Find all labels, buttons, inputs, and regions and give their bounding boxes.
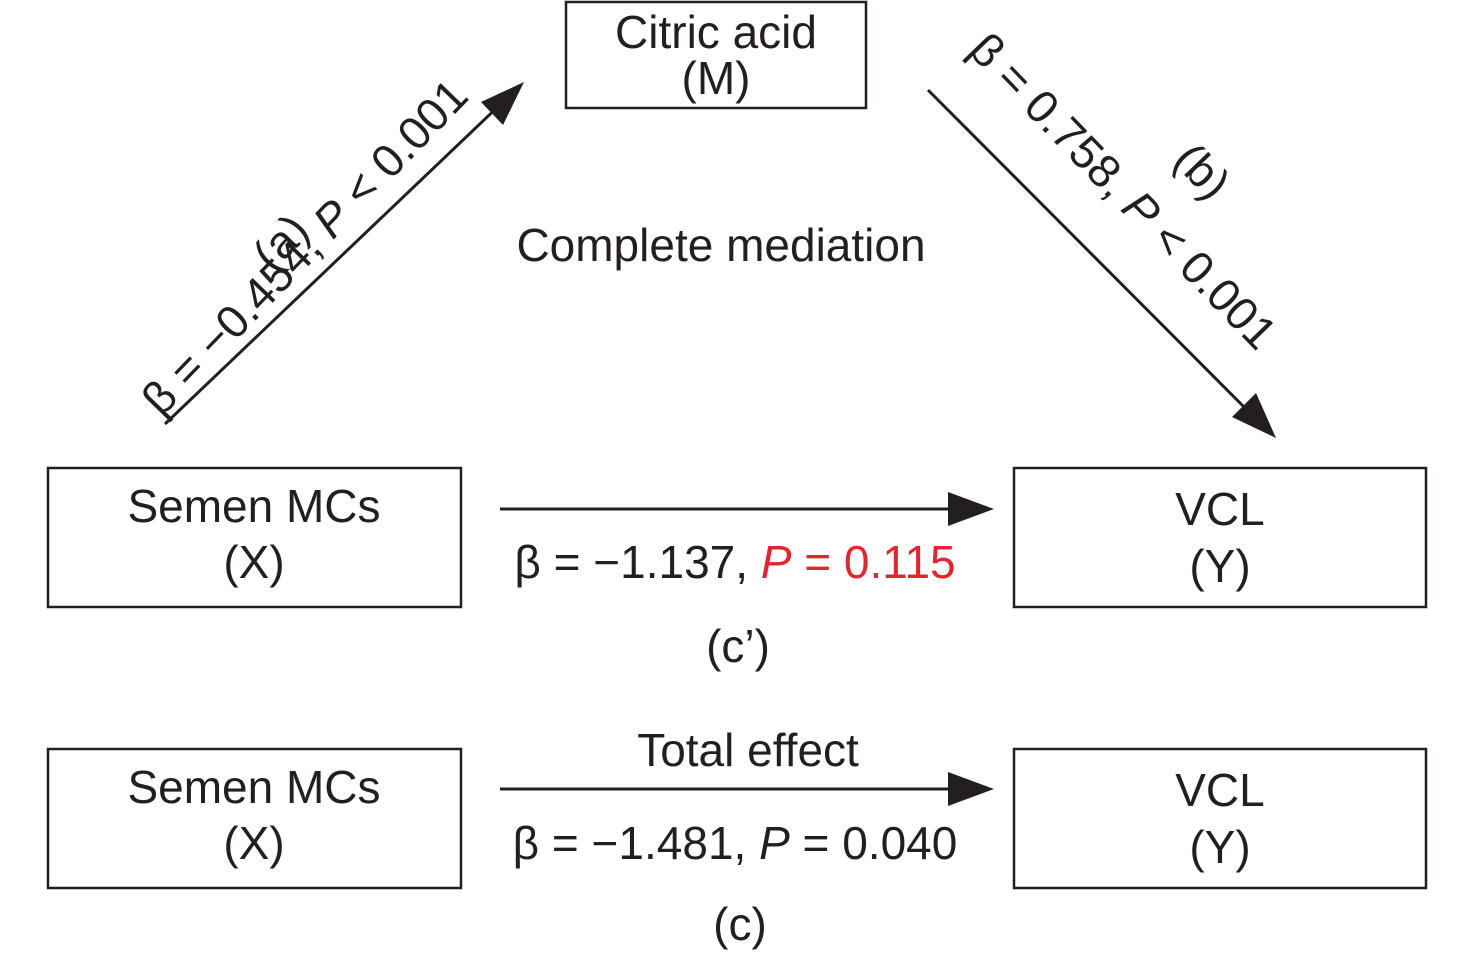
mediator-node: Citric acid (M) [564, 0, 868, 110]
x-top-name: Semen MCs [127, 480, 380, 532]
path-c-prime-beta: β = −1.137, [514, 536, 760, 588]
path-a-stats: β = −0.454, P < 0.001 [131, 69, 477, 425]
path-a-stat-text: β = −0.454, P < 0.001 [131, 69, 477, 425]
y-bottom-role: (Y) [1189, 821, 1250, 873]
path-c-prime-arrow [500, 492, 994, 526]
y-top-role: (Y) [1189, 540, 1250, 592]
y-top-name: VCL [1175, 483, 1264, 535]
path-a-beta: β = −0.454, [131, 211, 340, 424]
path-b-tag: (b) [1164, 133, 1240, 210]
path-b-beta: β = 0.758, [960, 23, 1150, 217]
path-c-prime-stat-text: β = −1.137, P = 0.115 [514, 536, 955, 588]
x-bottom-name: Semen MCs [127, 761, 380, 813]
path-b-arrow [926, 88, 1276, 438]
path-c-p-symbol: P [759, 817, 790, 869]
path-c-prime-p-value: = 0.115 [791, 536, 955, 588]
x-top-role: (X) [223, 536, 284, 588]
y-node-top: VCL (Y) [1012, 466, 1428, 609]
path-c-beta: β = −1.481, [513, 817, 759, 869]
total-effect-label: Total effect [637, 724, 859, 776]
y-node-bottom: VCL (Y) [1012, 747, 1428, 890]
path-a-arrow [163, 82, 524, 426]
path-b-stat-text: β = 0.758, P < 0.001 [960, 23, 1288, 360]
x-node-top: Semen MCs (X) [46, 466, 463, 609]
path-c-prime-p-symbol: P [761, 536, 792, 588]
complete-mediation-label: Complete mediation [516, 219, 925, 271]
path-c-arrow [500, 772, 994, 806]
path-c-tag: (c) [713, 898, 767, 950]
path-c-p-value: = 0.040 [790, 817, 958, 869]
path-b-labels: (b) [1164, 133, 1240, 210]
path-b-stats: β = 0.758, P < 0.001 [960, 23, 1288, 360]
mediator-name: Citric acid [615, 6, 817, 58]
y-bottom-name: VCL [1175, 764, 1264, 816]
path-c-stat-text: β = −1.481, P = 0.040 [513, 817, 958, 869]
x-bottom-role: (X) [223, 817, 284, 869]
x-node-bottom: Semen MCs (X) [46, 747, 463, 890]
mediator-role: (M) [682, 52, 751, 104]
path-b-p-value: < 0.001 [1134, 203, 1288, 360]
path-c-prime-tag: (c’) [706, 620, 770, 672]
